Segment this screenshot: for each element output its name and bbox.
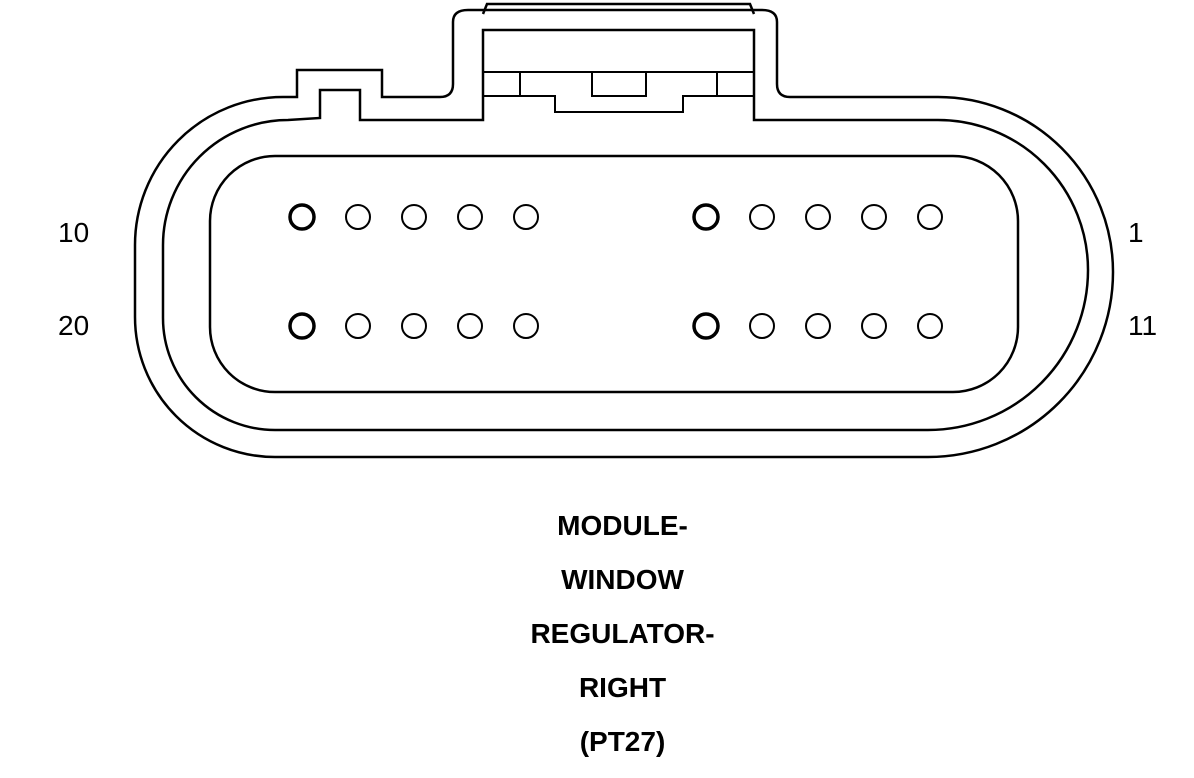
- pin-cavity-hole: [401, 204, 427, 230]
- pin-cavity-hole: [457, 204, 483, 230]
- pin-cavity-hole: [917, 204, 943, 230]
- pin-cavity-hole: [861, 204, 887, 230]
- pin-array: [288, 203, 943, 340]
- latch-detail: [483, 71, 754, 113]
- pin-cavity-hole: [749, 204, 775, 230]
- caption-line: REGULATOR-: [530, 618, 715, 649]
- caption-line: RIGHT: [578, 672, 667, 703]
- caption-line: WINDOW: [561, 564, 684, 595]
- pin-cavity-hole: [513, 313, 539, 339]
- pin-cavity-hole: [805, 204, 831, 230]
- pin-cavity-hole: [692, 312, 720, 340]
- pin-cavity-hole: [401, 313, 427, 339]
- pin-cavity-hole: [513, 204, 539, 230]
- pin-label-10: 10: [58, 217, 90, 248]
- pin-cavity-hole: [457, 313, 483, 339]
- caption-line: (PT27): [579, 726, 666, 757]
- connector-outer-shell: [133, 8, 1115, 459]
- pin-cavity-hole: [288, 203, 316, 231]
- pin-cavity-hole: [345, 204, 371, 230]
- pin-cavity: [208, 154, 1020, 394]
- pin-label-11: 11: [1128, 310, 1158, 341]
- pin-cavity-hole: [861, 313, 887, 339]
- connector-inner-shell: [161, 28, 1090, 432]
- caption-line: MODULE-: [557, 510, 688, 541]
- connector-caption: MODULE- WINDOW REGULATOR- RIGHT (PT27): [0, 508, 1194, 778]
- connector-face-diagram: [133, 2, 1115, 459]
- pin-cavity-hole: [692, 203, 720, 231]
- pin-cavity-hole: [749, 313, 775, 339]
- pin-cavity-hole: [288, 312, 316, 340]
- pin-cavity-hole: [917, 313, 943, 339]
- pin-cavity-hole: [345, 313, 371, 339]
- latch-top-cap: [481, 2, 756, 15]
- pin-cavity-hole: [805, 313, 831, 339]
- pin-label-20: 20: [58, 310, 90, 341]
- pin-label-1: 1: [1128, 217, 1144, 248]
